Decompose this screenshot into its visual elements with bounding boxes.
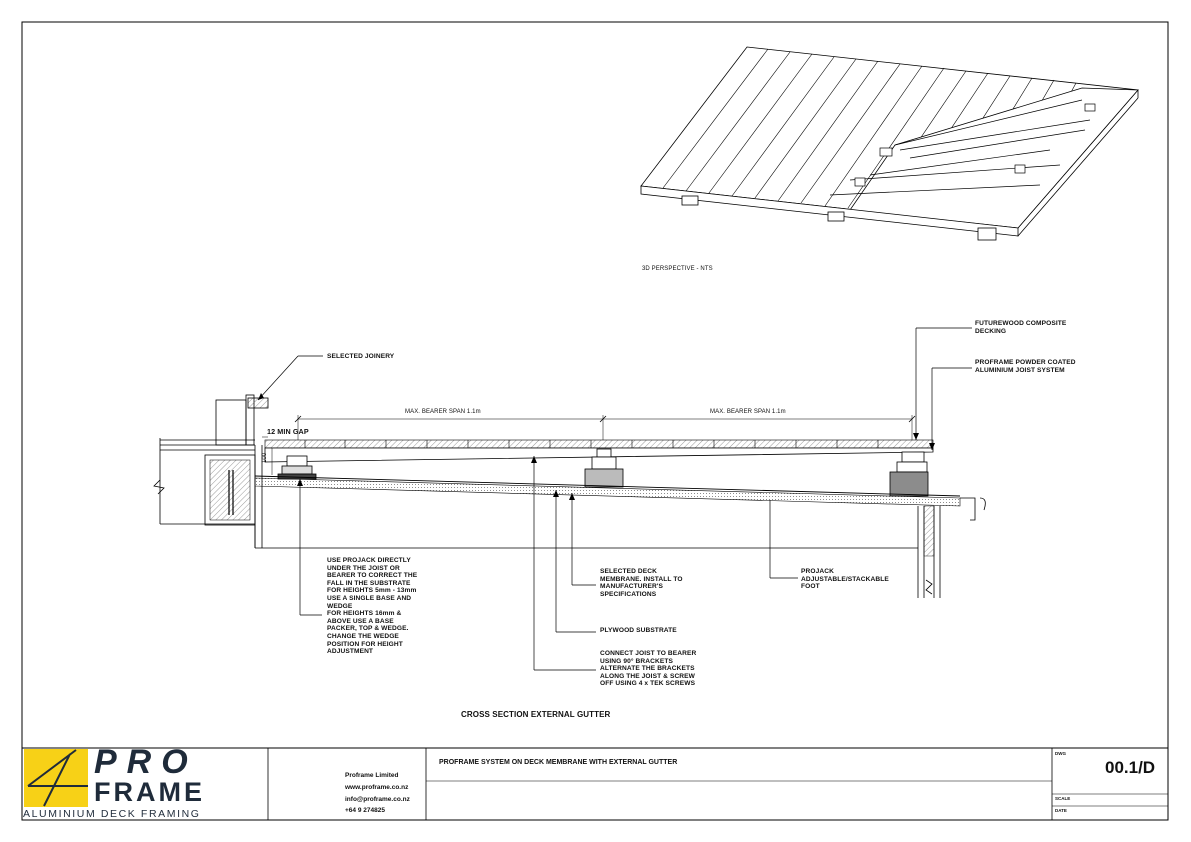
drawing-title: PROFRAME SYSTEM ON DECK MEMBRANE WITH EX…	[439, 759, 678, 766]
proframe-logo	[24, 749, 88, 807]
company-name: Proframe Limited	[345, 772, 399, 779]
cross-section-view	[153, 327, 986, 671]
logo-tagline: ALUMINIUM DECK FRAMING	[23, 808, 201, 820]
callout-joist-system: PROFRAME POWDER COATED ALUMINIUM JOIST S…	[975, 359, 1076, 374]
perspective-caption: 3D PERSPECTIVE - NTS	[642, 266, 713, 272]
scale-label: SCALE	[1055, 796, 1071, 801]
section-title: CROSS SECTION EXTERNAL GUTTER	[461, 710, 611, 719]
callout-projack-foot: PROJACK ADJUSTABLE/STACKABLE FOOT	[801, 568, 889, 591]
title-block	[22, 747, 1168, 820]
company-website[interactable]: www.proframe.co.nz	[345, 784, 409, 791]
decking-boards	[264, 439, 934, 449]
leader-lines	[257, 327, 972, 671]
drawing-number: 00.1/D	[1105, 758, 1156, 777]
company-phone: +64 9 274825	[345, 807, 385, 814]
date-label: DATE	[1055, 808, 1067, 813]
callout-connect-joist: CONNECT JOIST TO BEARER USING 90° BRACKE…	[600, 650, 697, 688]
company-email[interactable]: info@proframe.co.nz	[345, 796, 410, 803]
projack-left	[277, 455, 317, 480]
callout-joinery: SELECTED JOINERY	[327, 353, 395, 360]
height-dimension-label: 100	[262, 452, 268, 463]
plywood-substrate	[254, 477, 961, 507]
gap-label: 12 MIN GAP	[267, 427, 309, 436]
outer-border	[21, 21, 1169, 821]
logo-line-frame: FRAME	[94, 777, 205, 807]
span-label-left: MAX. BEARER SPAN 1.1m	[405, 409, 481, 415]
deck-perspective-view	[640, 46, 1139, 241]
external-gutter	[917, 497, 986, 598]
span-label-right: MAX. BEARER SPAN 1.1m	[710, 409, 786, 415]
callout-projack-directly: USE PROJACK DIRECTLY UNDER THE JOIST OR …	[327, 557, 418, 656]
projack-right	[889, 451, 929, 497]
projack-middle	[584, 448, 624, 488]
callout-decking: FUTUREWOOD COMPOSITE DECKING	[975, 320, 1067, 335]
dwg-label: DWG	[1055, 751, 1066, 756]
callout-membrane: SELECTED DECK MEMBRANE. INSTALL TO MANUF…	[600, 568, 683, 598]
logo-line-pro: PRO	[94, 743, 198, 781]
callout-plywood: PLYWOOD SUBSTRATE	[600, 627, 677, 634]
